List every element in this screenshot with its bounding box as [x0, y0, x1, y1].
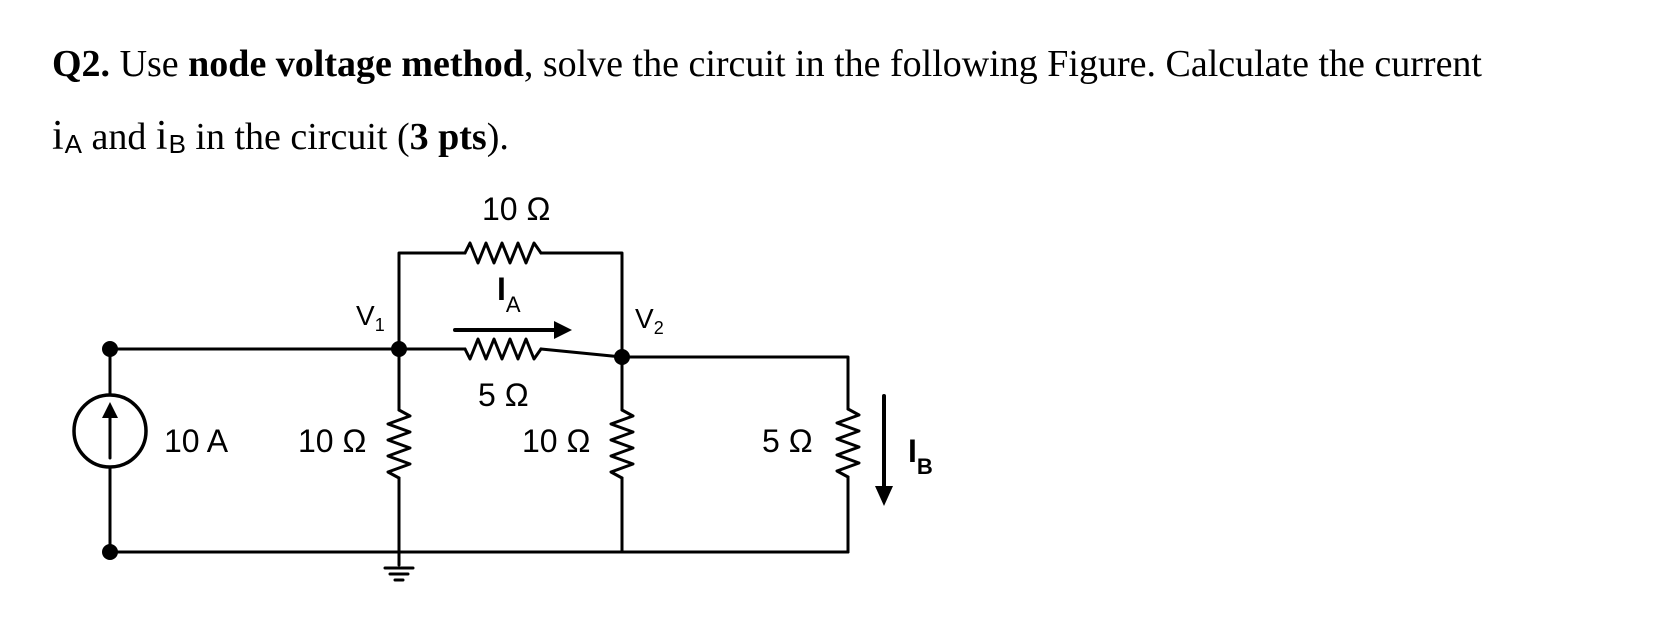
node-v2-label: V2 [635, 303, 664, 338]
current-source-circle [72, 393, 148, 469]
resistor-top-label: 10 Ω [482, 191, 550, 227]
question-text-3: in the circuit ( [185, 116, 410, 158]
node-dot-left-bottom [102, 544, 118, 560]
points-value: 3 pts [409, 116, 487, 158]
question-line-1: Q2. Use node voltage method, solve the c… [52, 42, 1612, 86]
node-dot-v2 [614, 349, 630, 365]
current-ia-subscript: A [64, 129, 83, 159]
current-ia-symbol: i [52, 113, 64, 159]
question-text-4: ). [486, 116, 509, 158]
node-v1-main: V [356, 300, 375, 331]
current-a-sub: A [506, 292, 521, 317]
wire-top-branch-right [539, 251, 624, 359]
resistor-right-label: 5 Ω [762, 423, 813, 459]
question-line-2: iA and iB in the circuit (3 pts). [52, 112, 1612, 160]
wire-top-branch-left [397, 251, 467, 351]
method-name: node voltage method [188, 43, 524, 85]
source-label: 10 A [164, 423, 229, 459]
current-a-main: I [497, 271, 506, 307]
question-text-1: Use [110, 43, 189, 85]
node-v1-sub: 1 [375, 315, 385, 335]
wire-mid-right [539, 347, 624, 359]
node-v2-sub: 2 [654, 318, 664, 338]
resistor-mid-label: 5 Ω [478, 377, 529, 413]
current-b-main: I [908, 433, 917, 469]
question-text-and: and [82, 116, 156, 158]
node-v1-label: V1 [356, 300, 385, 335]
current-b-arrow-head [875, 486, 893, 506]
current-ib-symbol: i [155, 113, 168, 159]
resistor-left-label: 10 Ω [298, 423, 366, 459]
current-ib-subscript: B [168, 129, 186, 159]
current-source-arrow-head [102, 402, 118, 418]
node-dot-v1 [391, 341, 407, 357]
resistor-center-10-ohm [609, 408, 635, 480]
question-number: Q2. [52, 43, 111, 85]
resistor-mid-5-ohm [463, 337, 543, 361]
resistor-left-10-ohm [386, 408, 412, 480]
current-a-arrow-head [554, 321, 572, 339]
node-v2-main: V [635, 303, 654, 334]
current-b-sub: B [917, 454, 933, 479]
wire-top-right [620, 355, 850, 411]
current-b-label: IB [908, 433, 933, 479]
resistor-right-5-ohm [835, 407, 861, 479]
node-dot-left-top [102, 341, 118, 357]
current-a-label: IA [497, 271, 521, 317]
question-text-2: , solve the circuit in the following Fig… [523, 43, 1482, 85]
resistor-top-10-ohm [463, 241, 543, 265]
resistor-center-label: 10 Ω [522, 423, 590, 459]
ground-icon [383, 566, 415, 582]
